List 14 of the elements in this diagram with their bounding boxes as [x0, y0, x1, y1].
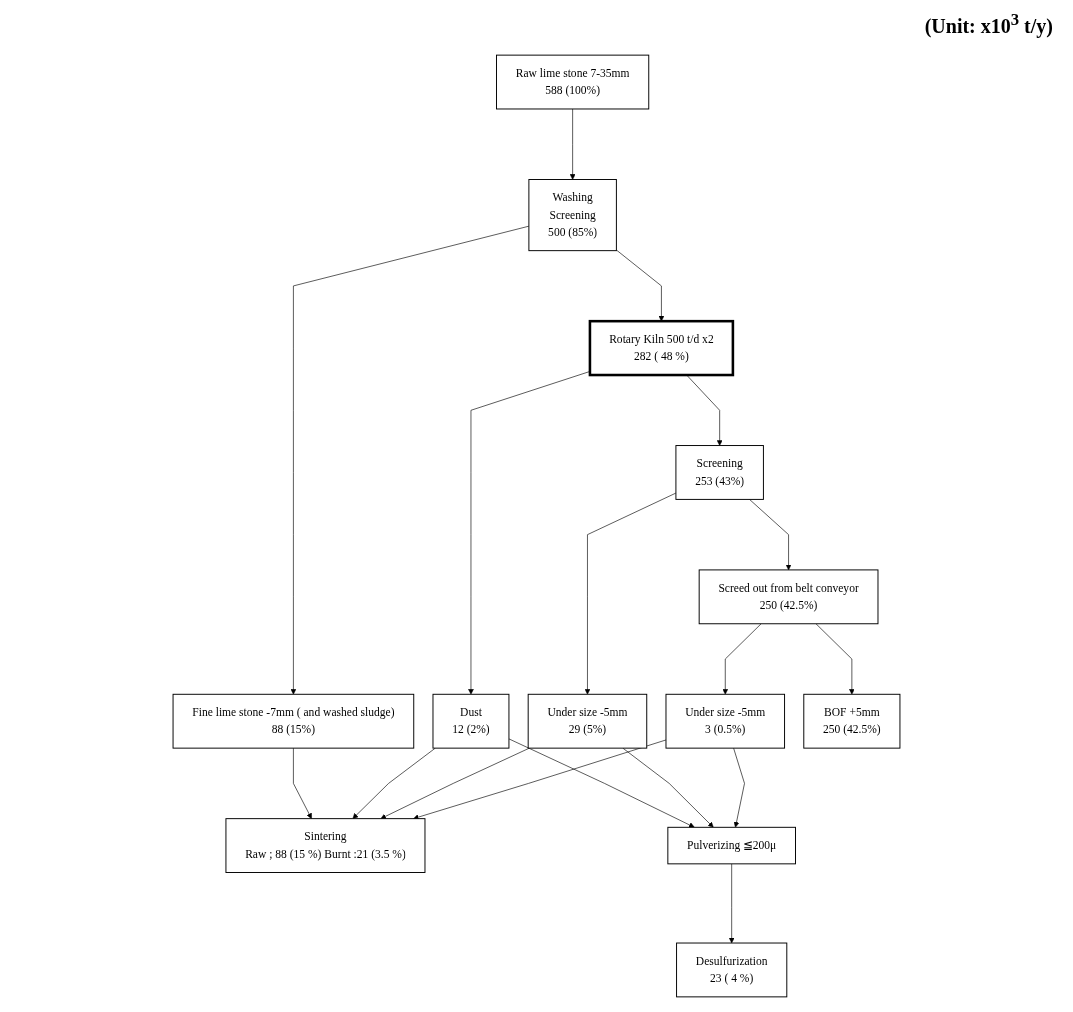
node-box: Pulverizing ≦200μ: [667, 826, 796, 865]
node-box: Desulfurization 23 ( 4 %): [676, 942, 788, 998]
node-box: Dust 12 (2%): [432, 693, 510, 749]
node-box: Washing Screening 500 (85%): [528, 179, 617, 252]
node-box: Raw lime stone 7-35mm 588 (100%): [496, 54, 650, 110]
unit-note: (Unit: x10$^{3}$ t/y): [924, 10, 1053, 38]
node-box: Screening 253 (43%): [675, 445, 764, 500]
node-box: BOF +5mm 250 (42.5%): [803, 693, 901, 749]
node-box: Under size -5mm 3 (0.5%): [665, 693, 786, 749]
node-box: Fine lime stone -7mm ( and washed sludge) 88 (15%): [172, 693, 415, 749]
node-box: Under size -5mm 29 (5%): [527, 693, 648, 749]
node-box: Screed out from belt conveyor 250 (42.5%): [698, 569, 879, 625]
node-box: Rotary Kiln 500 t/d x2 282 ( 48 %): [588, 319, 735, 377]
node-box: Sintering Raw ; 88 (15 %) Burnt :21 (3.5 %): [225, 818, 426, 873]
